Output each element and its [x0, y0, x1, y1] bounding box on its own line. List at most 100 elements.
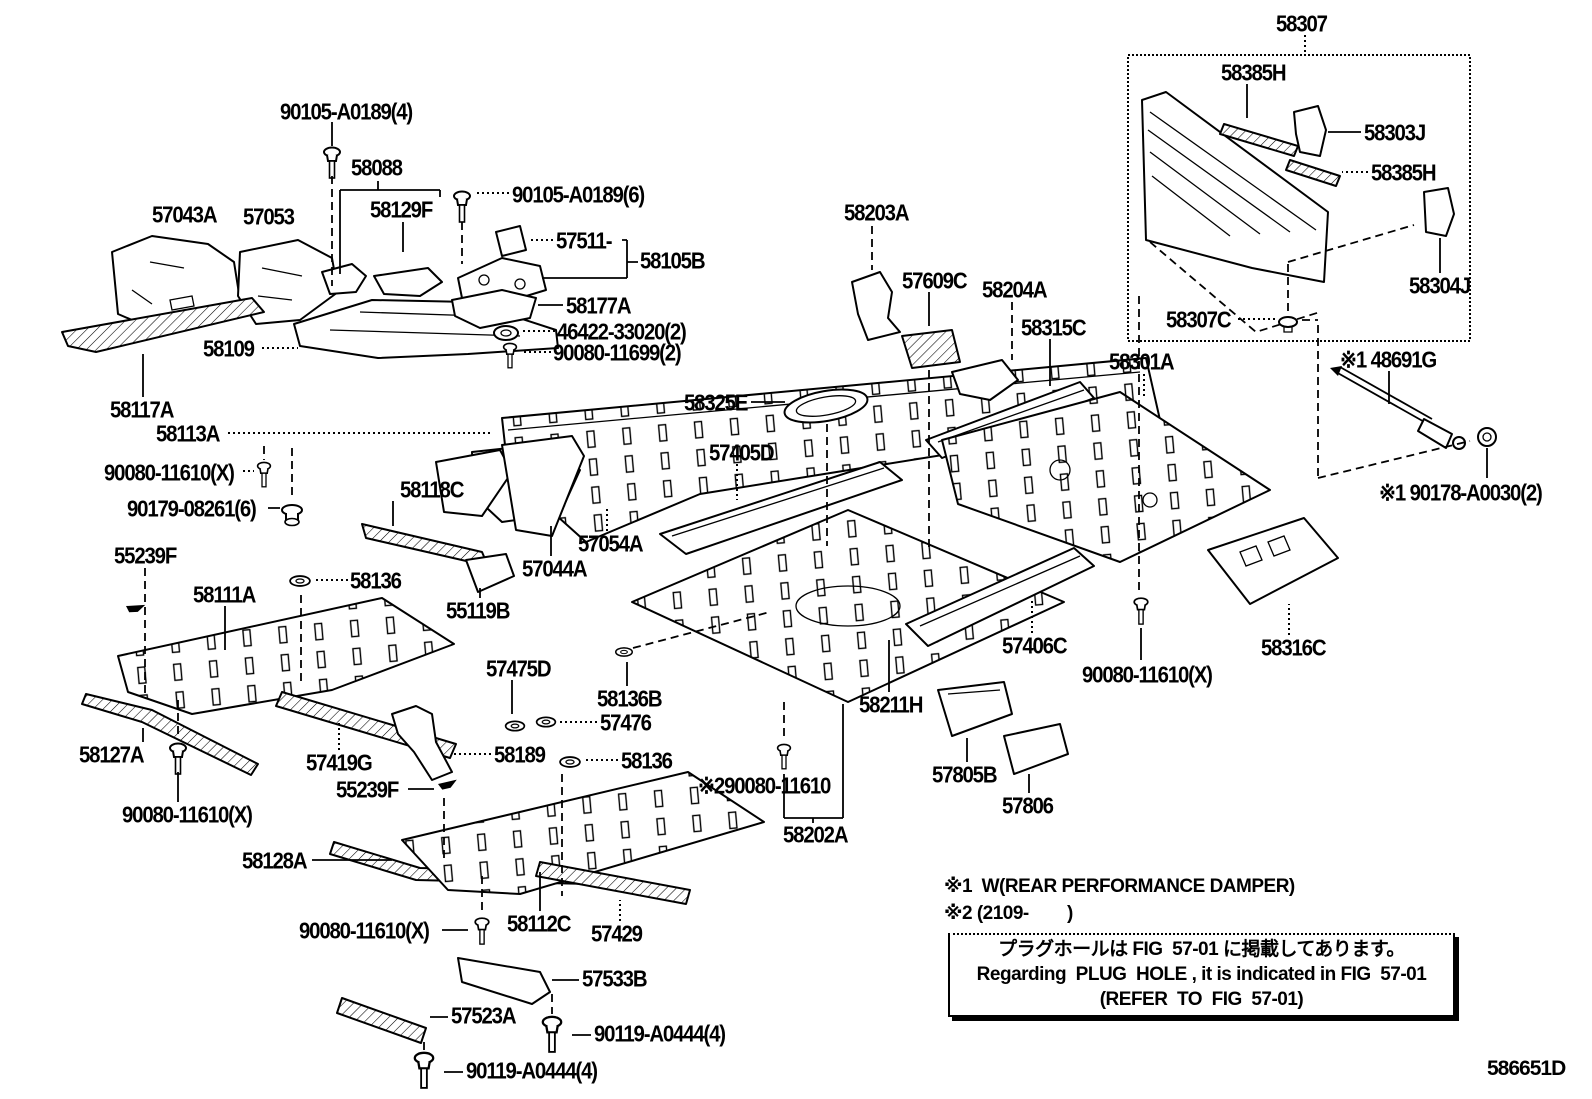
part-58088-bracket	[321, 263, 367, 295]
part-label-90080-11610-x-4: 90080-11610(X)	[1082, 662, 1213, 688]
part-label-58204a: 58204A	[982, 277, 1048, 303]
bolt-90080-11699	[502, 342, 518, 369]
part-label-58304j: 58304J	[1409, 273, 1471, 299]
part-label-57054a: 57054A	[578, 531, 644, 557]
part-label-58127a: 58127A	[79, 742, 145, 768]
part-label-57406c: 57406C	[1002, 633, 1068, 659]
clip-55239f-1	[124, 599, 146, 617]
leader-lines-solid	[142, 84, 1488, 1073]
part-57523a-reinforcement	[336, 997, 427, 1044]
part-label-90119-a0444-4-1: 90119-A0444(4)	[594, 1021, 726, 1047]
detail-box-58307	[1127, 54, 1471, 342]
part-label-57044a: 57044A	[522, 556, 588, 582]
part-label-57805b: 57805B	[932, 762, 998, 788]
part-label-57533b: 57533B	[582, 966, 648, 992]
part-label-58088: 58088	[351, 155, 403, 181]
part-label-58136-1: 58136	[350, 568, 402, 594]
part-label-s2-90080-11610: ※290080-11610	[698, 773, 831, 799]
part-label-58385h-2: 58385H	[1371, 160, 1437, 186]
bolt-90105-a0189-6	[453, 190, 471, 223]
clip-57475d	[504, 720, 526, 732]
part-label-55119b: 55119B	[446, 598, 510, 624]
part-58111a-floor-pan	[117, 597, 455, 715]
part-57406c-side-member	[905, 547, 1095, 647]
part-label-90119-a0444-4-2: 90119-A0444(4)	[466, 1058, 598, 1084]
clip-58136b	[615, 647, 633, 657]
part-57405d-side-member	[659, 461, 903, 555]
part-label-58177a: 58177A	[566, 293, 632, 319]
bolt-90119-a0444-1	[541, 1015, 563, 1054]
part-label-90080-11610-x-3: 90080-11610(X)	[299, 918, 430, 944]
part-label-90179-08261-6: 90179-08261(6)	[127, 496, 257, 522]
note-line-japanese: プラグホールは FIG 57-01 に掲載してあります。	[998, 939, 1405, 961]
bolt-90080-11610-3	[474, 917, 490, 945]
part-57533b-crossmember	[457, 957, 551, 1005]
part-label-90080-11699-2: 90080-11699(2)	[553, 340, 682, 366]
part-label-58136-2: 58136	[621, 748, 673, 774]
leader-lines-dotted	[228, 35, 1368, 921]
note-line-english: Regarding PLUG HOLE , it is indicated in…	[976, 964, 1427, 986]
footnote-date-range: ※2 (2109- )	[944, 903, 1073, 924]
part-48691g-damper	[1330, 366, 1497, 450]
part-label-90105-a0189-4: 90105-A0189(4)	[280, 99, 413, 125]
footnote-rear-performance-damper: ※1 W(REAR PERFORMANCE DAMPER)	[944, 876, 1295, 897]
part-58189-support	[391, 705, 453, 781]
part-57429-sill	[535, 861, 691, 905]
part-label-58203a: 58203A	[844, 200, 910, 226]
part-label-55239f-1: 55239F	[114, 543, 177, 569]
part-label-58136b: 58136B	[597, 686, 663, 712]
leader-lines-dashed	[144, 176, 1471, 1050]
part-58203a-bracket	[851, 271, 901, 341]
part-label-58129f: 58129F	[370, 197, 433, 223]
part-label-58211h: 58211H	[859, 692, 923, 718]
clip-58136-2	[559, 756, 581, 768]
part-90178-grommet	[1477, 427, 1497, 447]
part-label-58112c: 58112C	[507, 911, 571, 937]
part-label-58128a: 58128A	[242, 848, 308, 874]
bolt-90119-a0444-2	[413, 1051, 435, 1090]
part-label-57476: 57476	[600, 710, 652, 736]
part-label-57043a: 57043A	[152, 202, 218, 228]
part-label-57511: 57511-	[556, 228, 612, 254]
nut-90179-08261	[281, 504, 303, 527]
part-58304j-bracket	[1423, 187, 1455, 237]
part-58112c-floor-pan	[401, 771, 765, 895]
part-57805b-support	[937, 681, 1013, 737]
diagram-id: 586651D	[1487, 1057, 1566, 1080]
part-58301a-rear-pan	[941, 391, 1271, 563]
part-label-58315c: 58315C	[1021, 315, 1087, 341]
part-label-57053: 57053	[243, 204, 295, 230]
part-57044a-crossmember	[435, 449, 513, 517]
part-label-57405d: 57405D	[709, 440, 775, 466]
part-label-58325e: 58325E	[684, 390, 748, 416]
part-58127a-reinforcement	[81, 693, 259, 776]
part-58177a-bracket	[451, 289, 537, 329]
bolt-90105-a0189-4	[323, 146, 341, 179]
part-58385h-moulding-1	[1219, 123, 1299, 157]
clip-57476	[535, 716, 557, 728]
part-label-58109: 58109	[203, 336, 255, 362]
part-label-58118c: 58118C	[400, 477, 464, 503]
part-58204a-bracket	[951, 359, 1019, 401]
part-58129f-bracket	[373, 267, 443, 297]
center-floor-group	[631, 271, 1095, 703]
part-label-90080-11610-x-2: 90080-11610(X)	[122, 802, 253, 828]
part-58385h-moulding-2	[1285, 159, 1341, 187]
part-label-58111a: 58111A	[193, 582, 256, 608]
bolt-90080-11610-s2	[776, 743, 792, 770]
part-55119b-bracket	[465, 553, 515, 593]
bolt-90080-11610-1	[256, 461, 272, 488]
part-label-58113a: 58113A	[156, 421, 220, 447]
part-label-57609c: 57609C	[902, 268, 968, 294]
part-58117a-sill	[61, 297, 265, 353]
part-label-58301a: 58301A	[1109, 349, 1175, 375]
part-label-58307c: 58307C	[1166, 307, 1232, 333]
part-label-57419g: 57419G	[306, 750, 373, 776]
part-label-58189: 58189	[494, 742, 546, 768]
part-label-55239f-2: 55239F	[336, 777, 399, 803]
part-label-58303j: 58303J	[1364, 120, 1426, 146]
clip-58136-1	[289, 575, 311, 587]
part-label-58105b: 58105B	[640, 248, 706, 274]
